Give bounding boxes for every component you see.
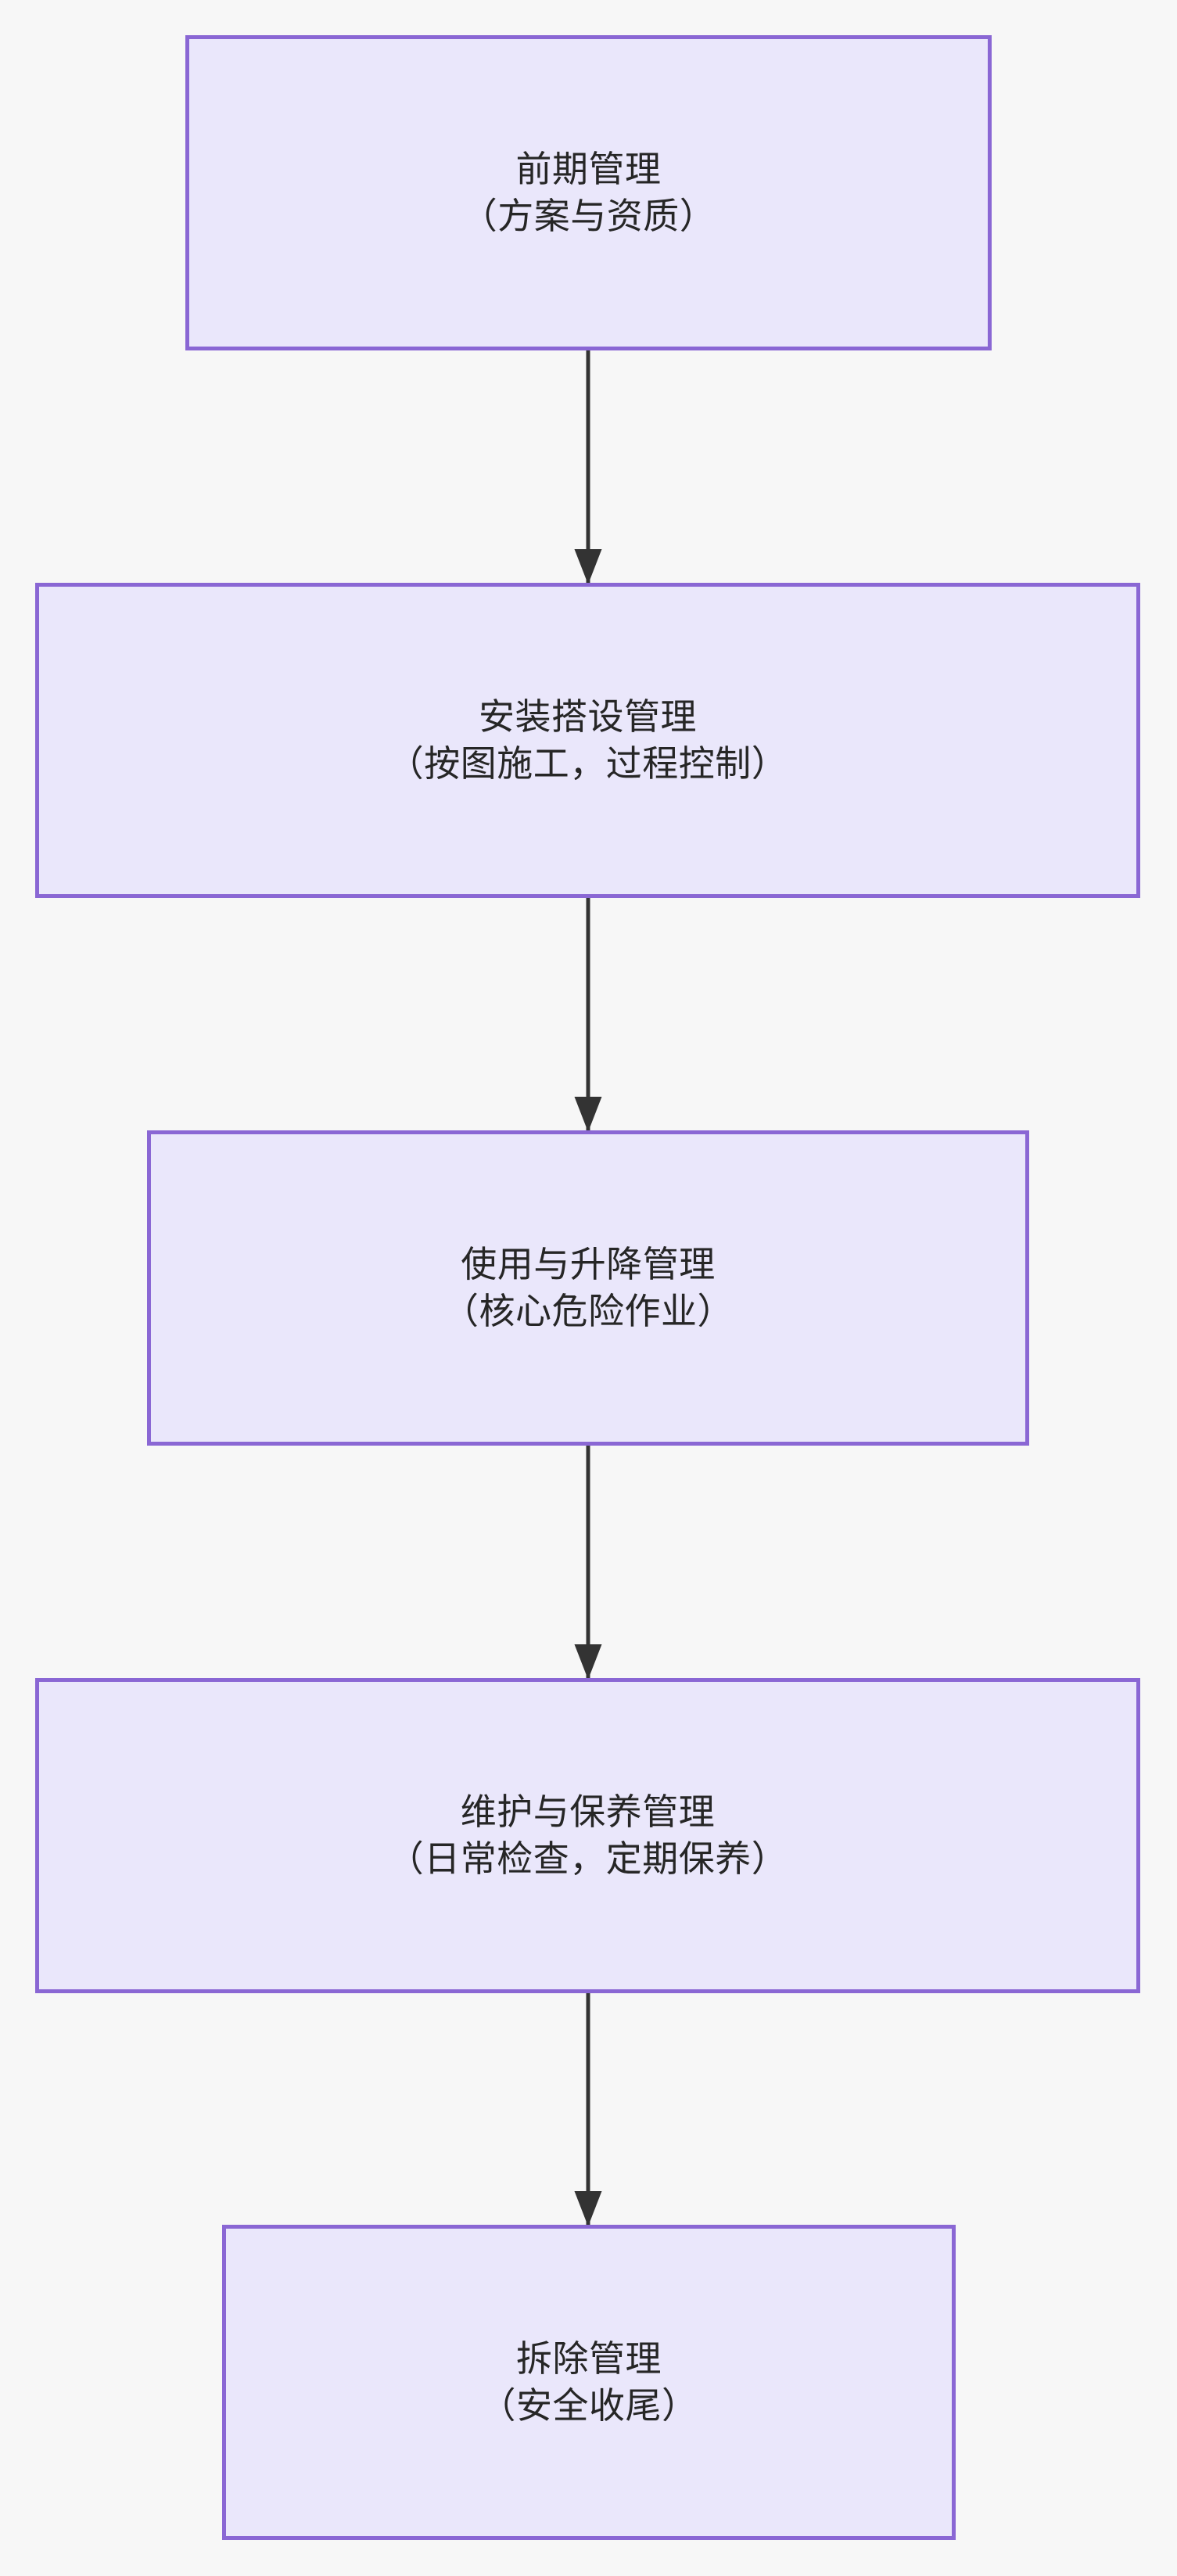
flow-node-stage-3: 使用与升降管理 （核心危险作业） [147, 1130, 1029, 1446]
flow-node-stage-5: 拆除管理 （安全收尾） [222, 2225, 956, 2540]
flow-node-subtitle: （核心危险作业） [443, 1290, 734, 1331]
flow-node-subtitle: （方案与资质） [461, 195, 716, 236]
flow-node-stage-2: 安装搭设管理 （按图施工，过程控制） [35, 583, 1140, 898]
flow-node-title: 使用与升降管理 [461, 1243, 716, 1284]
flow-node-subtitle: （按图施工，过程控制） [387, 742, 788, 784]
flow-node-subtitle: （日常检查，定期保养） [387, 1838, 788, 1879]
flow-node-subtitle: （安全收尾） [479, 2384, 698, 2426]
flow-node-stage-1: 前期管理 （方案与资质） [185, 35, 992, 350]
flow-node-title: 安装搭设管理 [479, 695, 697, 737]
flow-node-title: 拆除管理 [516, 2337, 662, 2379]
flow-node-stage-4: 维护与保养管理 （日常检查，定期保养） [35, 1678, 1140, 1993]
flow-node-title: 维护与保养管理 [460, 1791, 716, 1832]
flow-node-title: 前期管理 [515, 148, 662, 189]
